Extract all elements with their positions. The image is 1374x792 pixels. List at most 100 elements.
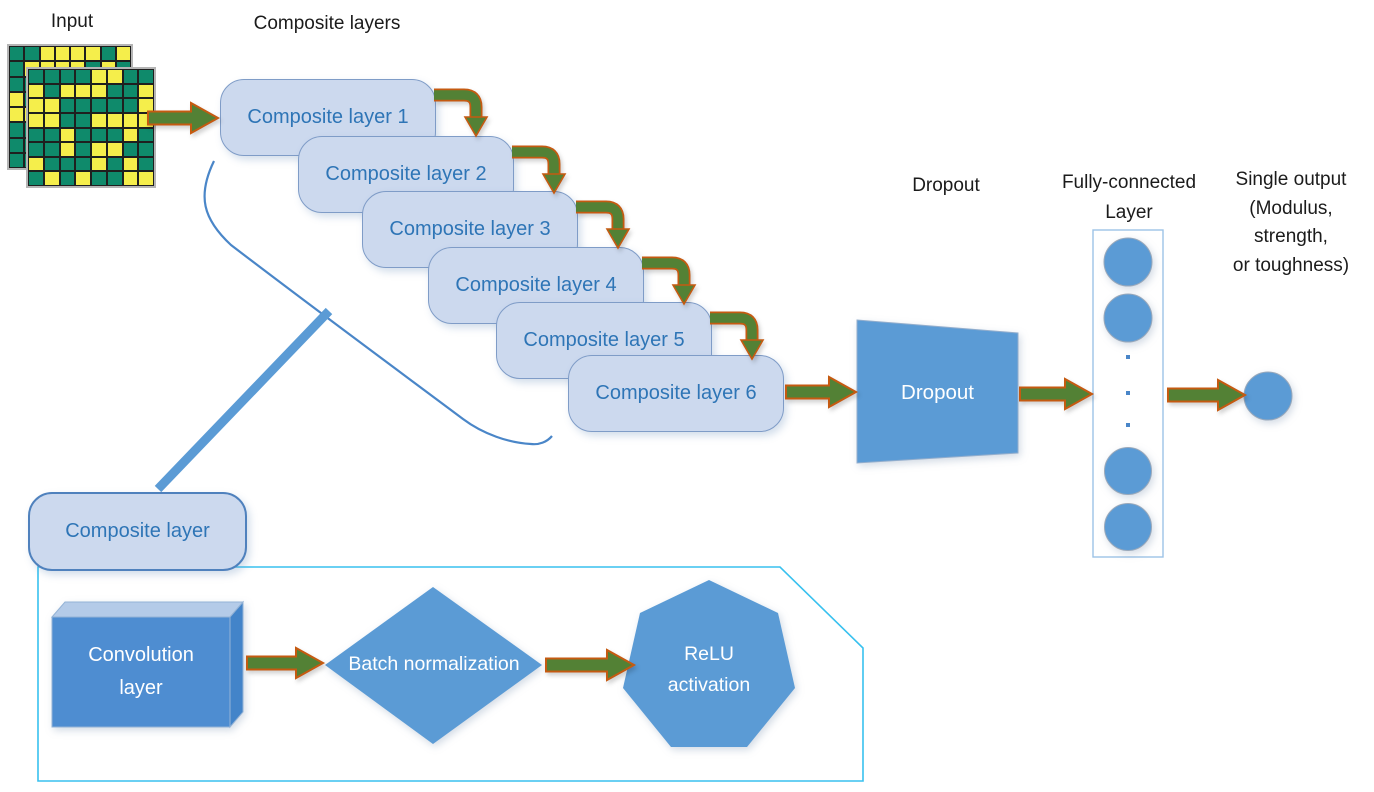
- grid-cell: [70, 46, 86, 62]
- arrow-fc-to-output: [1167, 378, 1248, 412]
- grid-cell: [138, 69, 154, 84]
- grid-cell: [43, 127, 60, 143]
- brace-connector: [203, 160, 553, 446]
- dropout-trapezoid: [856, 319, 1019, 464]
- grid-cell: [59, 171, 76, 186]
- fc-neuron-circle: [1103, 293, 1153, 343]
- grid-cell: [9, 61, 25, 77]
- grid-cell: [122, 171, 139, 186]
- grid-cell: [28, 112, 44, 128]
- grid-cell: [138, 171, 154, 186]
- grid-cell: [43, 142, 60, 157]
- single-output-label-line2: (Modulus,: [1249, 197, 1333, 219]
- grid-cell: [75, 156, 91, 172]
- grid-cell: [54, 46, 70, 62]
- grid-cell: [122, 127, 139, 143]
- grid-cell: [28, 171, 44, 186]
- arrow-layer1-to-layer2: [434, 88, 489, 138]
- composite-layer-detail-label: Composite layer: [65, 520, 210, 542]
- arrow-layer6-to-dropout: [785, 375, 859, 409]
- zoom-connector-line: [154, 307, 333, 493]
- grid-cell: [28, 69, 44, 84]
- grid-cell: [122, 98, 139, 113]
- grid-cell: [91, 69, 107, 84]
- single-output-label: Single output (Modulus, strength, or tou…: [1206, 166, 1374, 280]
- single-output-label-line3: strength,: [1254, 226, 1328, 247]
- grid-cell: [91, 142, 107, 157]
- grid-cell: [138, 98, 154, 113]
- grid-cell: [43, 156, 60, 172]
- convolution-label-line1: Convolution: [88, 644, 194, 666]
- composite-layer-2-label: Composite layer 2: [325, 163, 487, 185]
- arrow-layer4-to-layer5: [642, 256, 697, 306]
- grid-cell: [9, 152, 25, 168]
- grid-cell: [122, 69, 139, 84]
- composite-layer-5-label: Composite layer 5: [523, 329, 685, 351]
- dropout-shape-label: Dropout: [860, 368, 1015, 418]
- arrow-batchnorm-to-relu: [545, 648, 637, 682]
- grid-cell: [91, 98, 107, 113]
- grid-cell: [43, 112, 60, 128]
- grid-cell: [9, 76, 25, 92]
- convolution-3d-box: [50, 600, 245, 729]
- grid-cell: [59, 142, 76, 157]
- fc-neuron-circle: [1104, 447, 1152, 495]
- batch-norm-label: Batch normalization: [325, 640, 543, 688]
- fully-connected-label-line1: Fully-connected: [1061, 172, 1197, 193]
- fc-ellipsis-dot: [1126, 355, 1130, 359]
- grid-cell: [75, 69, 91, 84]
- fully-connected-label-line2: Layer: [1105, 202, 1153, 223]
- grid-cell: [106, 127, 123, 143]
- grid-cell: [28, 156, 44, 172]
- fc-ellipsis-dot: [1126, 423, 1130, 427]
- grid-cell: [138, 142, 154, 157]
- grid-cell: [85, 46, 101, 62]
- grid-cell: [106, 142, 123, 157]
- grid-cell: [59, 69, 76, 84]
- composite-layer-6-box: Composite layer 6: [568, 355, 784, 432]
- relu-label-line2: activation: [667, 674, 751, 696]
- grid-cell: [91, 171, 107, 186]
- fc-neuron-circle: [1104, 503, 1152, 551]
- grid-cell: [9, 137, 25, 153]
- grid-cell: [59, 127, 76, 143]
- grid-cell: [28, 127, 44, 143]
- dropout-label: Dropout: [912, 175, 980, 196]
- grid-cell: [91, 112, 107, 128]
- grid-cell: [100, 46, 116, 62]
- single-output-label-line4: or toughness): [1232, 254, 1350, 276]
- grid-cell: [75, 83, 91, 99]
- grid-cell: [9, 46, 25, 62]
- grid-cell: [28, 98, 44, 113]
- arrow-conv-to-batchnorm: [246, 646, 326, 680]
- grid-cell: [122, 112, 139, 128]
- arrow-layer5-to-layer6: [710, 311, 765, 361]
- relu-label-line1: ReLU: [684, 643, 734, 665]
- grid-cell: [91, 83, 107, 99]
- grid-cell: [106, 98, 123, 113]
- grid-cell: [59, 156, 76, 172]
- composite-layer-detail-box: Composite layer: [28, 492, 247, 571]
- grid-cell: [122, 83, 139, 99]
- grid-cell: [91, 127, 107, 143]
- grid-cell: [115, 46, 131, 62]
- composite-layer-6-label: Composite layer 6: [595, 382, 757, 404]
- grid-cell: [122, 156, 139, 172]
- arrow-input-to-layer1: [147, 101, 221, 135]
- grid-cell: [59, 112, 76, 128]
- grid-cell: [43, 83, 60, 99]
- grid-cell: [43, 98, 60, 113]
- grid-cell: [122, 142, 139, 157]
- fc-ellipsis-dot: [1126, 391, 1130, 395]
- grid-cell: [9, 122, 25, 138]
- batch-norm-label-text: Batch normalization: [348, 652, 520, 675]
- arrow-layer2-to-layer3: [512, 145, 567, 195]
- grid-cell: [59, 83, 76, 99]
- single-output-label-line1: Single output: [1235, 169, 1347, 190]
- grid-cell: [106, 69, 123, 84]
- grid-cell: [106, 83, 123, 99]
- fc-neuron-circle: [1103, 237, 1153, 287]
- fully-connected-label: Fully-connected Layer: [1044, 168, 1214, 228]
